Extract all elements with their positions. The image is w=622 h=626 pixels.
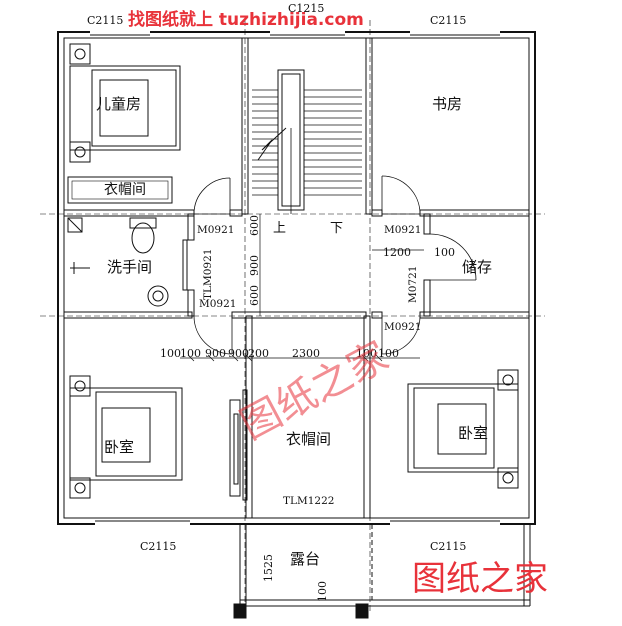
- dimension-text: 200: [248, 347, 269, 360]
- dimension-text: 100: [160, 347, 181, 360]
- dimension-text: 1525: [262, 554, 275, 582]
- washroom-fixtures: [67, 217, 169, 307]
- dimension-text: 900: [248, 255, 261, 276]
- door-label: M0721: [407, 266, 419, 303]
- wall: [365, 37, 373, 215]
- door-label: M0921: [199, 298, 236, 310]
- room-label-study: 书房: [432, 95, 462, 113]
- wardrobe-cabinet: [67, 176, 173, 204]
- dimension-text: 100: [180, 347, 201, 360]
- bed-children: [69, 43, 181, 163]
- watermark-top: 找图纸就上 tuzhizhijia.com: [128, 9, 364, 30]
- window-label-top-left: C2115: [87, 14, 123, 27]
- dimension-text: 900: [205, 347, 226, 360]
- room-label-wardrobe-top: 衣帽间: [104, 182, 146, 198]
- stair-down-label: 下: [330, 221, 343, 236]
- room-label-storage: 储存: [462, 258, 492, 276]
- bed-left: [69, 375, 183, 499]
- dimension-text: 900: [228, 347, 249, 360]
- door-label: M0921: [384, 224, 421, 236]
- dimension-text: 1200: [383, 246, 411, 259]
- dimension-text: 100: [434, 246, 455, 259]
- terrace-structure: [233, 524, 531, 619]
- wall: [63, 209, 195, 217]
- dimension-lines: [180, 214, 424, 362]
- dimension-text: 2300: [292, 347, 320, 360]
- dimension-text: 600: [248, 285, 261, 306]
- window-label-top-center: C1215: [288, 2, 324, 15]
- window-label-top-right: C2115: [430, 14, 466, 27]
- door-label-tlm-washroom: TLM0921: [202, 249, 214, 300]
- room-label-bedroom-right: 卧室: [458, 424, 488, 442]
- door-swings: [193, 175, 477, 355]
- dimension-text: 600: [248, 215, 261, 236]
- room-label-children: 儿童房: [96, 95, 141, 113]
- dimension-text: 100: [316, 581, 329, 602]
- outer-wall-inner: [63, 37, 530, 519]
- room-label-bedroom-left: 卧室: [104, 438, 134, 456]
- wall: [241, 37, 249, 215]
- door-label: M0921: [197, 224, 234, 236]
- bed-right: [407, 369, 519, 489]
- window-label-bottom-left: C2115: [140, 540, 176, 553]
- watermark-bottom-right: 图纸之家: [412, 559, 548, 599]
- room-label-terrace: 露台: [290, 550, 320, 568]
- staircase: [252, 69, 362, 214]
- dimension-text: 100: [356, 347, 377, 360]
- room-label-washroom: 洗手间: [107, 258, 152, 276]
- wall: [63, 311, 193, 319]
- room-label-wardrobe-center: 衣帽间: [286, 430, 331, 448]
- dimension-text: 100: [378, 347, 399, 360]
- door-label: M0921: [384, 321, 421, 333]
- window-label-bottom-right: C2115: [430, 540, 466, 553]
- door-label-tlm-wardrobe: TLM1222: [283, 495, 334, 507]
- stair-up-label: 上: [273, 221, 286, 236]
